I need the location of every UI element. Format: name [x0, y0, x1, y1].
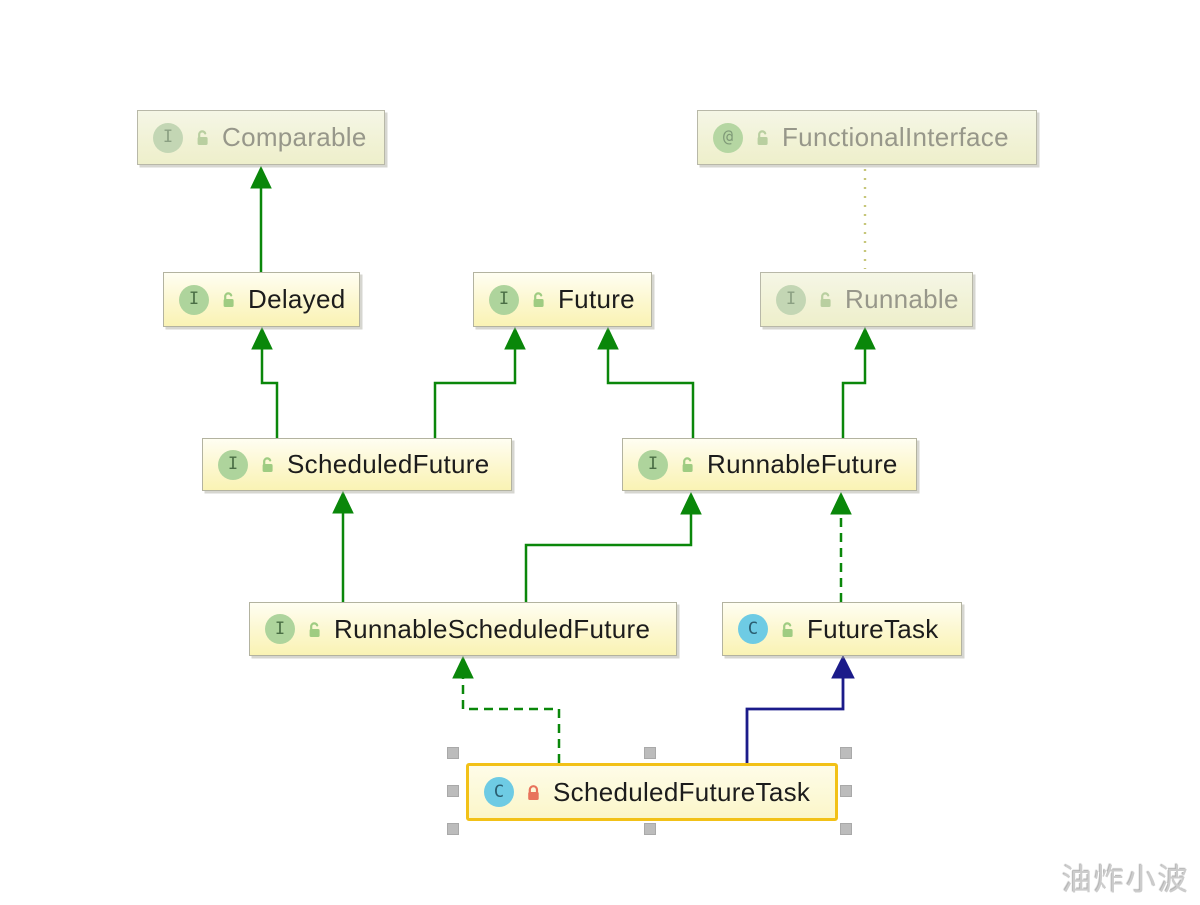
- interface-icon: I: [218, 449, 248, 480]
- open-lock-icon: [193, 128, 212, 147]
- node-scheduled-future-task[interactable]: C ScheduledFutureTask: [466, 763, 838, 821]
- edge-sft-futuretask[interactable]: [745, 654, 855, 763]
- node-scheduled-future[interactable]: I ScheduledFuture: [202, 438, 512, 491]
- node-future-task[interactable]: C FutureTask: [722, 602, 962, 656]
- selection-handle-top-center[interactable]: [644, 747, 656, 759]
- class-icon: C: [738, 614, 768, 644]
- edge-runnablefuture-runnable[interactable]: [841, 326, 876, 438]
- interface-icon: I: [179, 284, 209, 315]
- node-comparable[interactable]: I Comparable: [137, 110, 385, 165]
- open-lock-icon: [529, 290, 548, 309]
- node-runnable[interactable]: I Runnable: [760, 272, 973, 327]
- node-label: RunnableFuture: [707, 449, 898, 479]
- selection-handle-bottom-left[interactable]: [447, 823, 459, 835]
- edge-scheduledfuture-delayed[interactable]: [251, 326, 279, 438]
- node-runnable-scheduled-future[interactable]: I RunnableScheduledFuture: [249, 602, 677, 656]
- node-runnable-future[interactable]: I RunnableFuture: [622, 438, 917, 491]
- node-label: FunctionalInterface: [782, 122, 1009, 152]
- node-delayed[interactable]: I Delayed: [163, 272, 360, 327]
- node-label: FutureTask: [807, 613, 939, 644]
- edge-sft-rsf[interactable]: [452, 655, 561, 763]
- class-icon: C: [484, 777, 514, 807]
- open-lock-icon: [305, 620, 324, 639]
- node-future[interactable]: I Future: [473, 272, 652, 327]
- edge-delayed-comparable[interactable]: [250, 165, 272, 272]
- node-label: Comparable: [222, 122, 367, 152]
- edge-futuretask-runnablefuture[interactable]: [830, 491, 852, 602]
- interface-icon: I: [776, 284, 806, 315]
- open-lock-icon: [816, 290, 835, 309]
- watermark-text: 油炸小波: [1062, 864, 1190, 897]
- interface-icon: I: [153, 122, 183, 153]
- selection-handle-top-left[interactable]: [447, 747, 459, 759]
- node-label: Runnable: [845, 284, 959, 314]
- annotation-icon: @: [713, 122, 743, 153]
- open-lock-icon: [778, 620, 797, 639]
- open-lock-icon: [678, 455, 697, 474]
- node-label: ScheduledFuture: [287, 449, 490, 479]
- interface-icon: I: [489, 284, 519, 315]
- interface-icon: I: [638, 449, 668, 480]
- open-lock-icon: [219, 290, 238, 309]
- edge-rsf-runnablefuture[interactable]: [524, 491, 702, 602]
- node-label: RunnableScheduledFuture: [334, 613, 651, 644]
- selection-handle-mid-left[interactable]: [447, 785, 459, 797]
- selection-handle-top-right[interactable]: [840, 747, 852, 759]
- edge-runnablefuture-future[interactable]: [597, 326, 695, 438]
- selection-handle-bottom-center[interactable]: [644, 823, 656, 835]
- node-label: ScheduledFutureTask: [553, 776, 811, 807]
- selection-handle-bottom-right[interactable]: [840, 823, 852, 835]
- open-lock-icon: [753, 128, 772, 147]
- selection-handle-mid-right[interactable]: [840, 785, 852, 797]
- node-label: Delayed: [248, 284, 346, 314]
- node-label: Future: [558, 284, 635, 314]
- node-functional-interface[interactable]: @ FunctionalInterface: [697, 110, 1037, 165]
- edge-scheduledfuture-future[interactable]: [433, 326, 526, 438]
- edge-rsf-scheduledfuture[interactable]: [332, 490, 354, 602]
- closed-lock-icon: [524, 783, 543, 802]
- open-lock-icon: [258, 455, 277, 474]
- interface-icon: I: [265, 614, 295, 644]
